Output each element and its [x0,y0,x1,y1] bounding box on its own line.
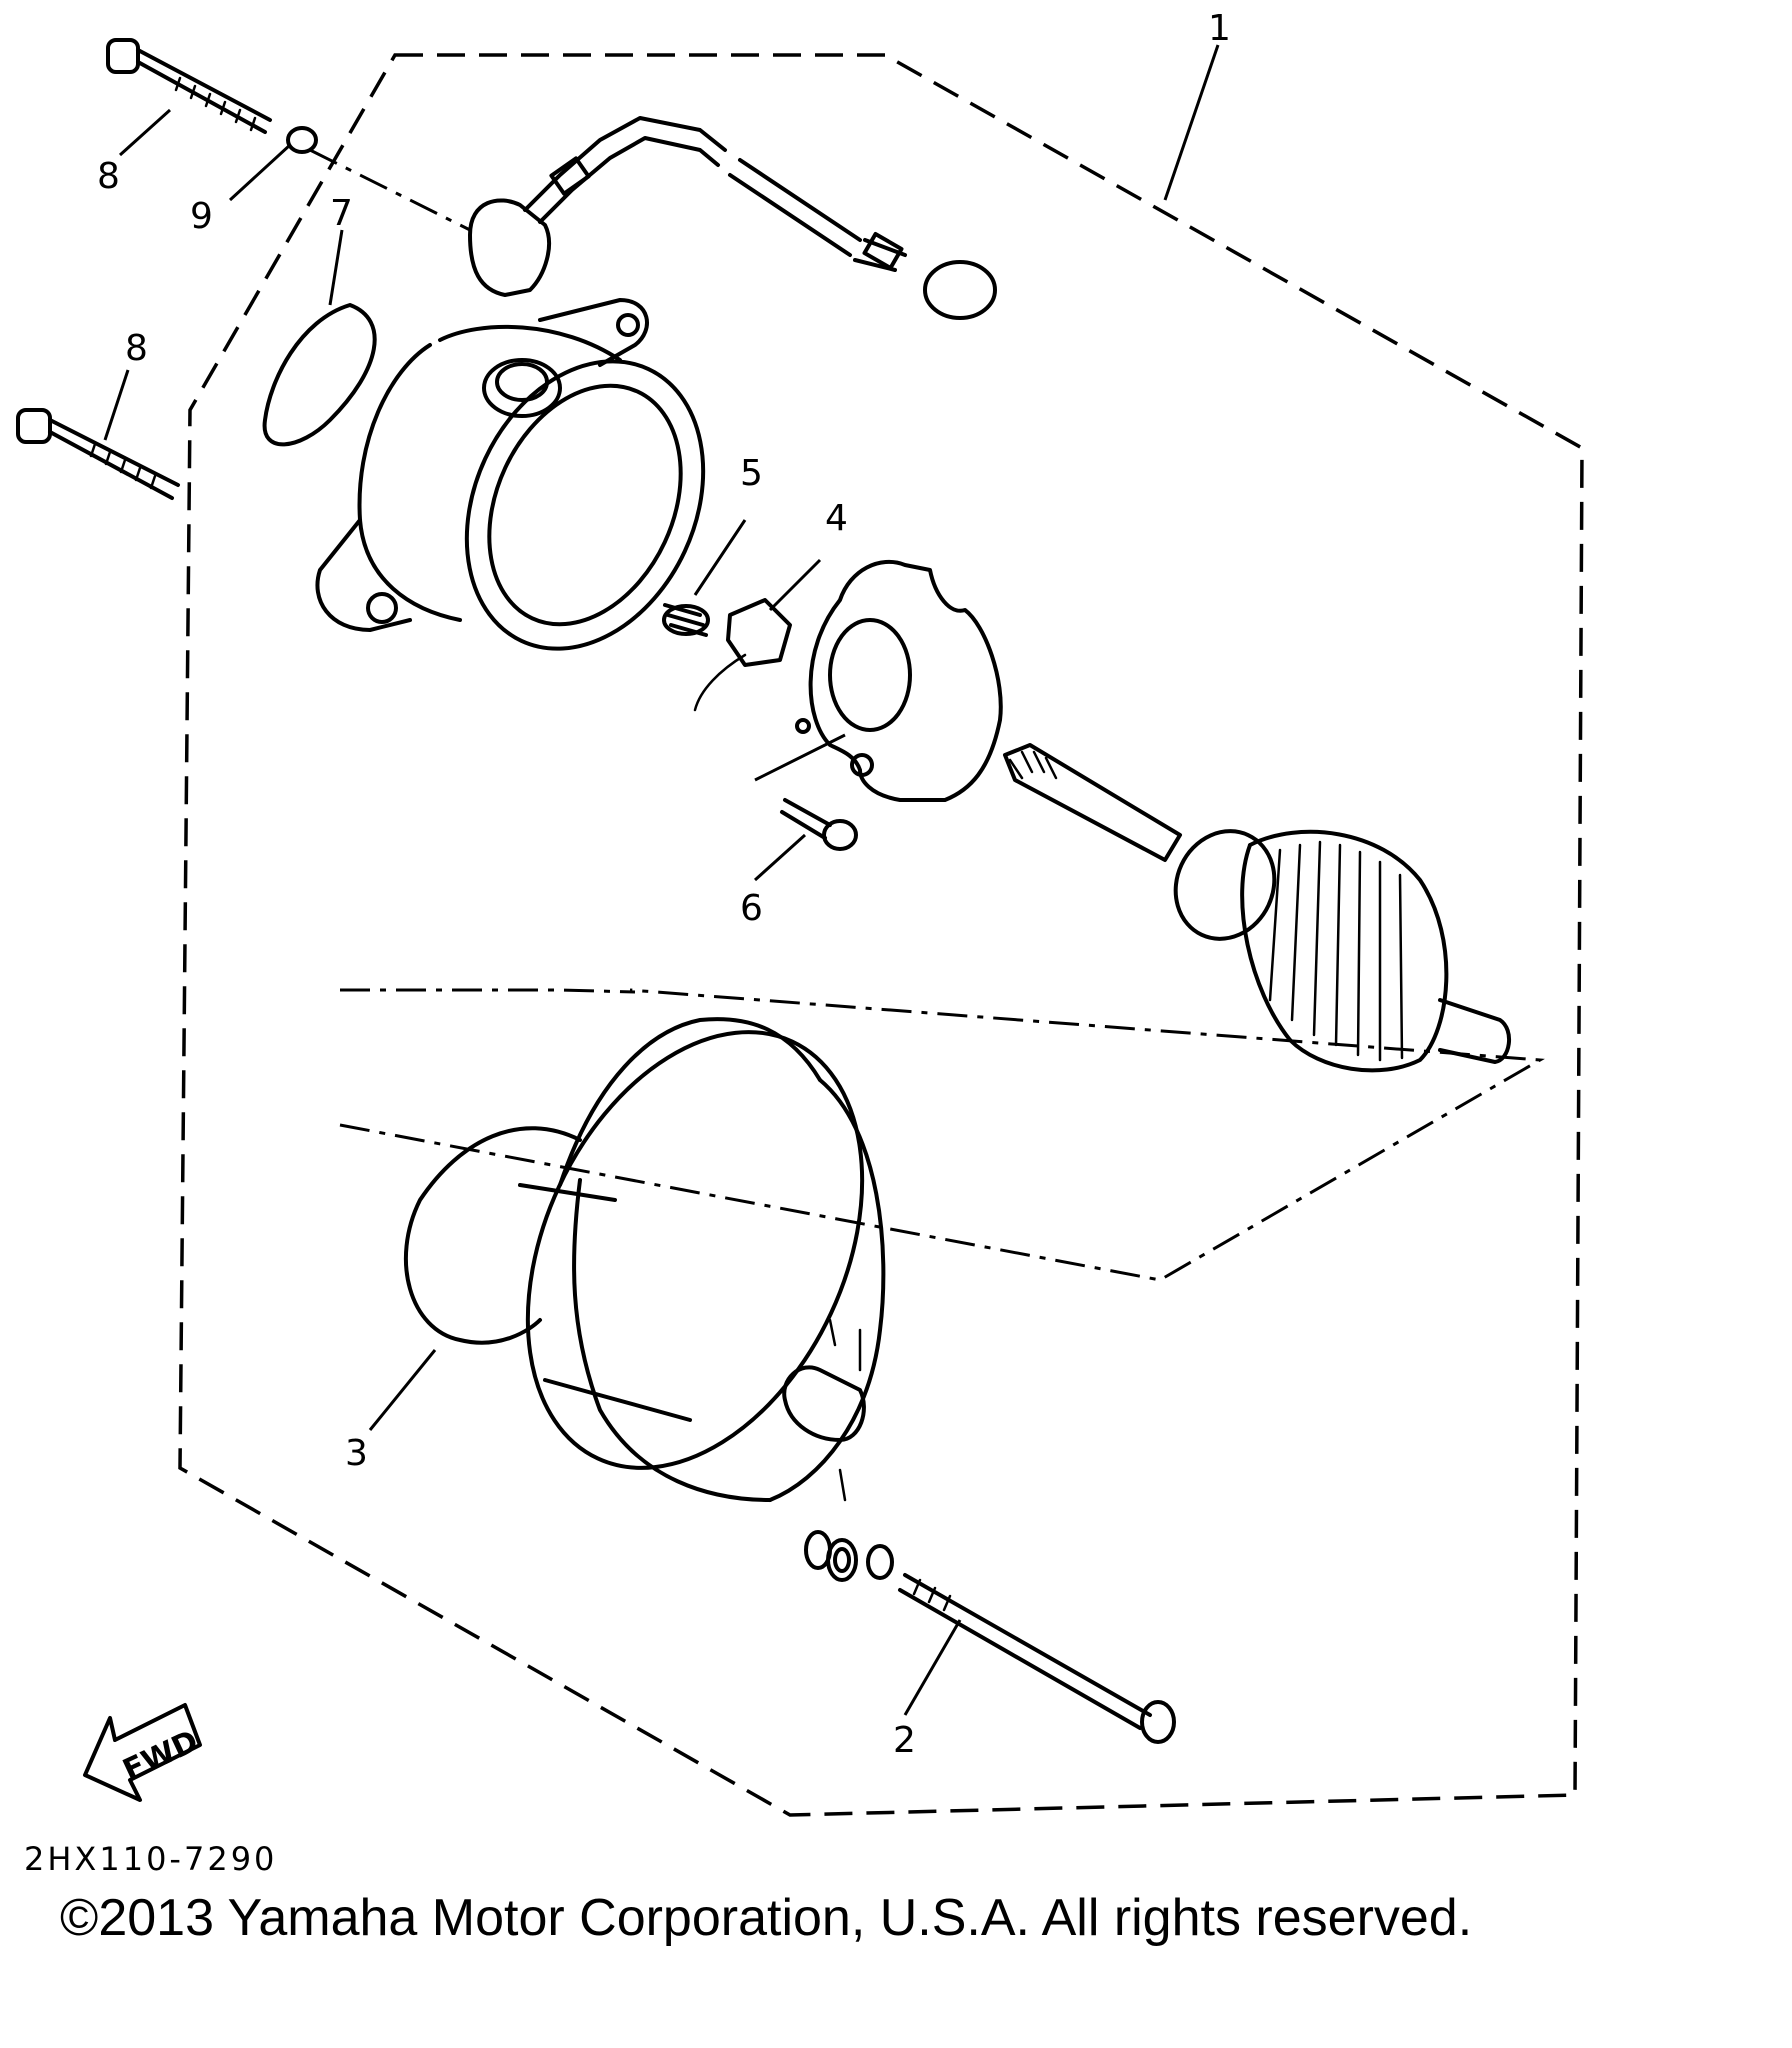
leader-5 [693,519,747,596]
alignment-line-upper [309,148,471,232]
bolt-8-lower [16,408,180,500]
alignment-line-lower [339,988,1545,1282]
callout-4: 4 [825,498,848,539]
through-bolt-2 [898,1573,1176,1744]
brush-4 [693,598,792,712]
leader-1 [1163,44,1220,201]
washer-set [804,1530,894,1582]
assembly-boundary [178,53,1584,1817]
leader-3 [368,1349,437,1431]
diagram-reference-code: 2HX110-7290 [24,1840,278,1878]
o-ring-7 [262,303,377,447]
leader-8a [118,108,172,157]
brush-holder-plate [795,559,1003,802]
washer-9 [286,126,318,154]
copyright-notice: ©2013 Yamaha Motor Corporation, U.S.A. A… [60,1889,1473,1947]
fwd-arrow-icon: FWD [83,1703,204,1802]
brush-spring-5 [662,603,710,637]
armature [1003,743,1511,1073]
leader-9 [228,143,292,202]
callout-7: 7 [330,193,353,234]
callout-6: 6 [740,888,763,929]
callout-8b: 8 [125,328,148,369]
callout-9: 9 [190,196,213,237]
callout-1: 1 [1208,8,1231,49]
callout-2: 2 [893,1720,916,1761]
leader-7 [328,229,344,306]
leader-4 [768,558,822,612]
leader-2 [903,1619,962,1716]
o-ring-3 [404,1126,582,1345]
callout-3: 3 [345,1433,368,1474]
callout-5: 5 [740,453,763,494]
leader-6 [753,833,807,882]
front-cover-housing [315,298,706,651]
bolt-8-upper [106,38,272,134]
callout-8a: 8 [97,156,120,197]
lead-wire [468,116,997,320]
alignment-line-plate [754,733,846,782]
motor-yoke [518,1017,886,1502]
leader-8b [103,369,130,441]
screw-6 [780,798,858,851]
